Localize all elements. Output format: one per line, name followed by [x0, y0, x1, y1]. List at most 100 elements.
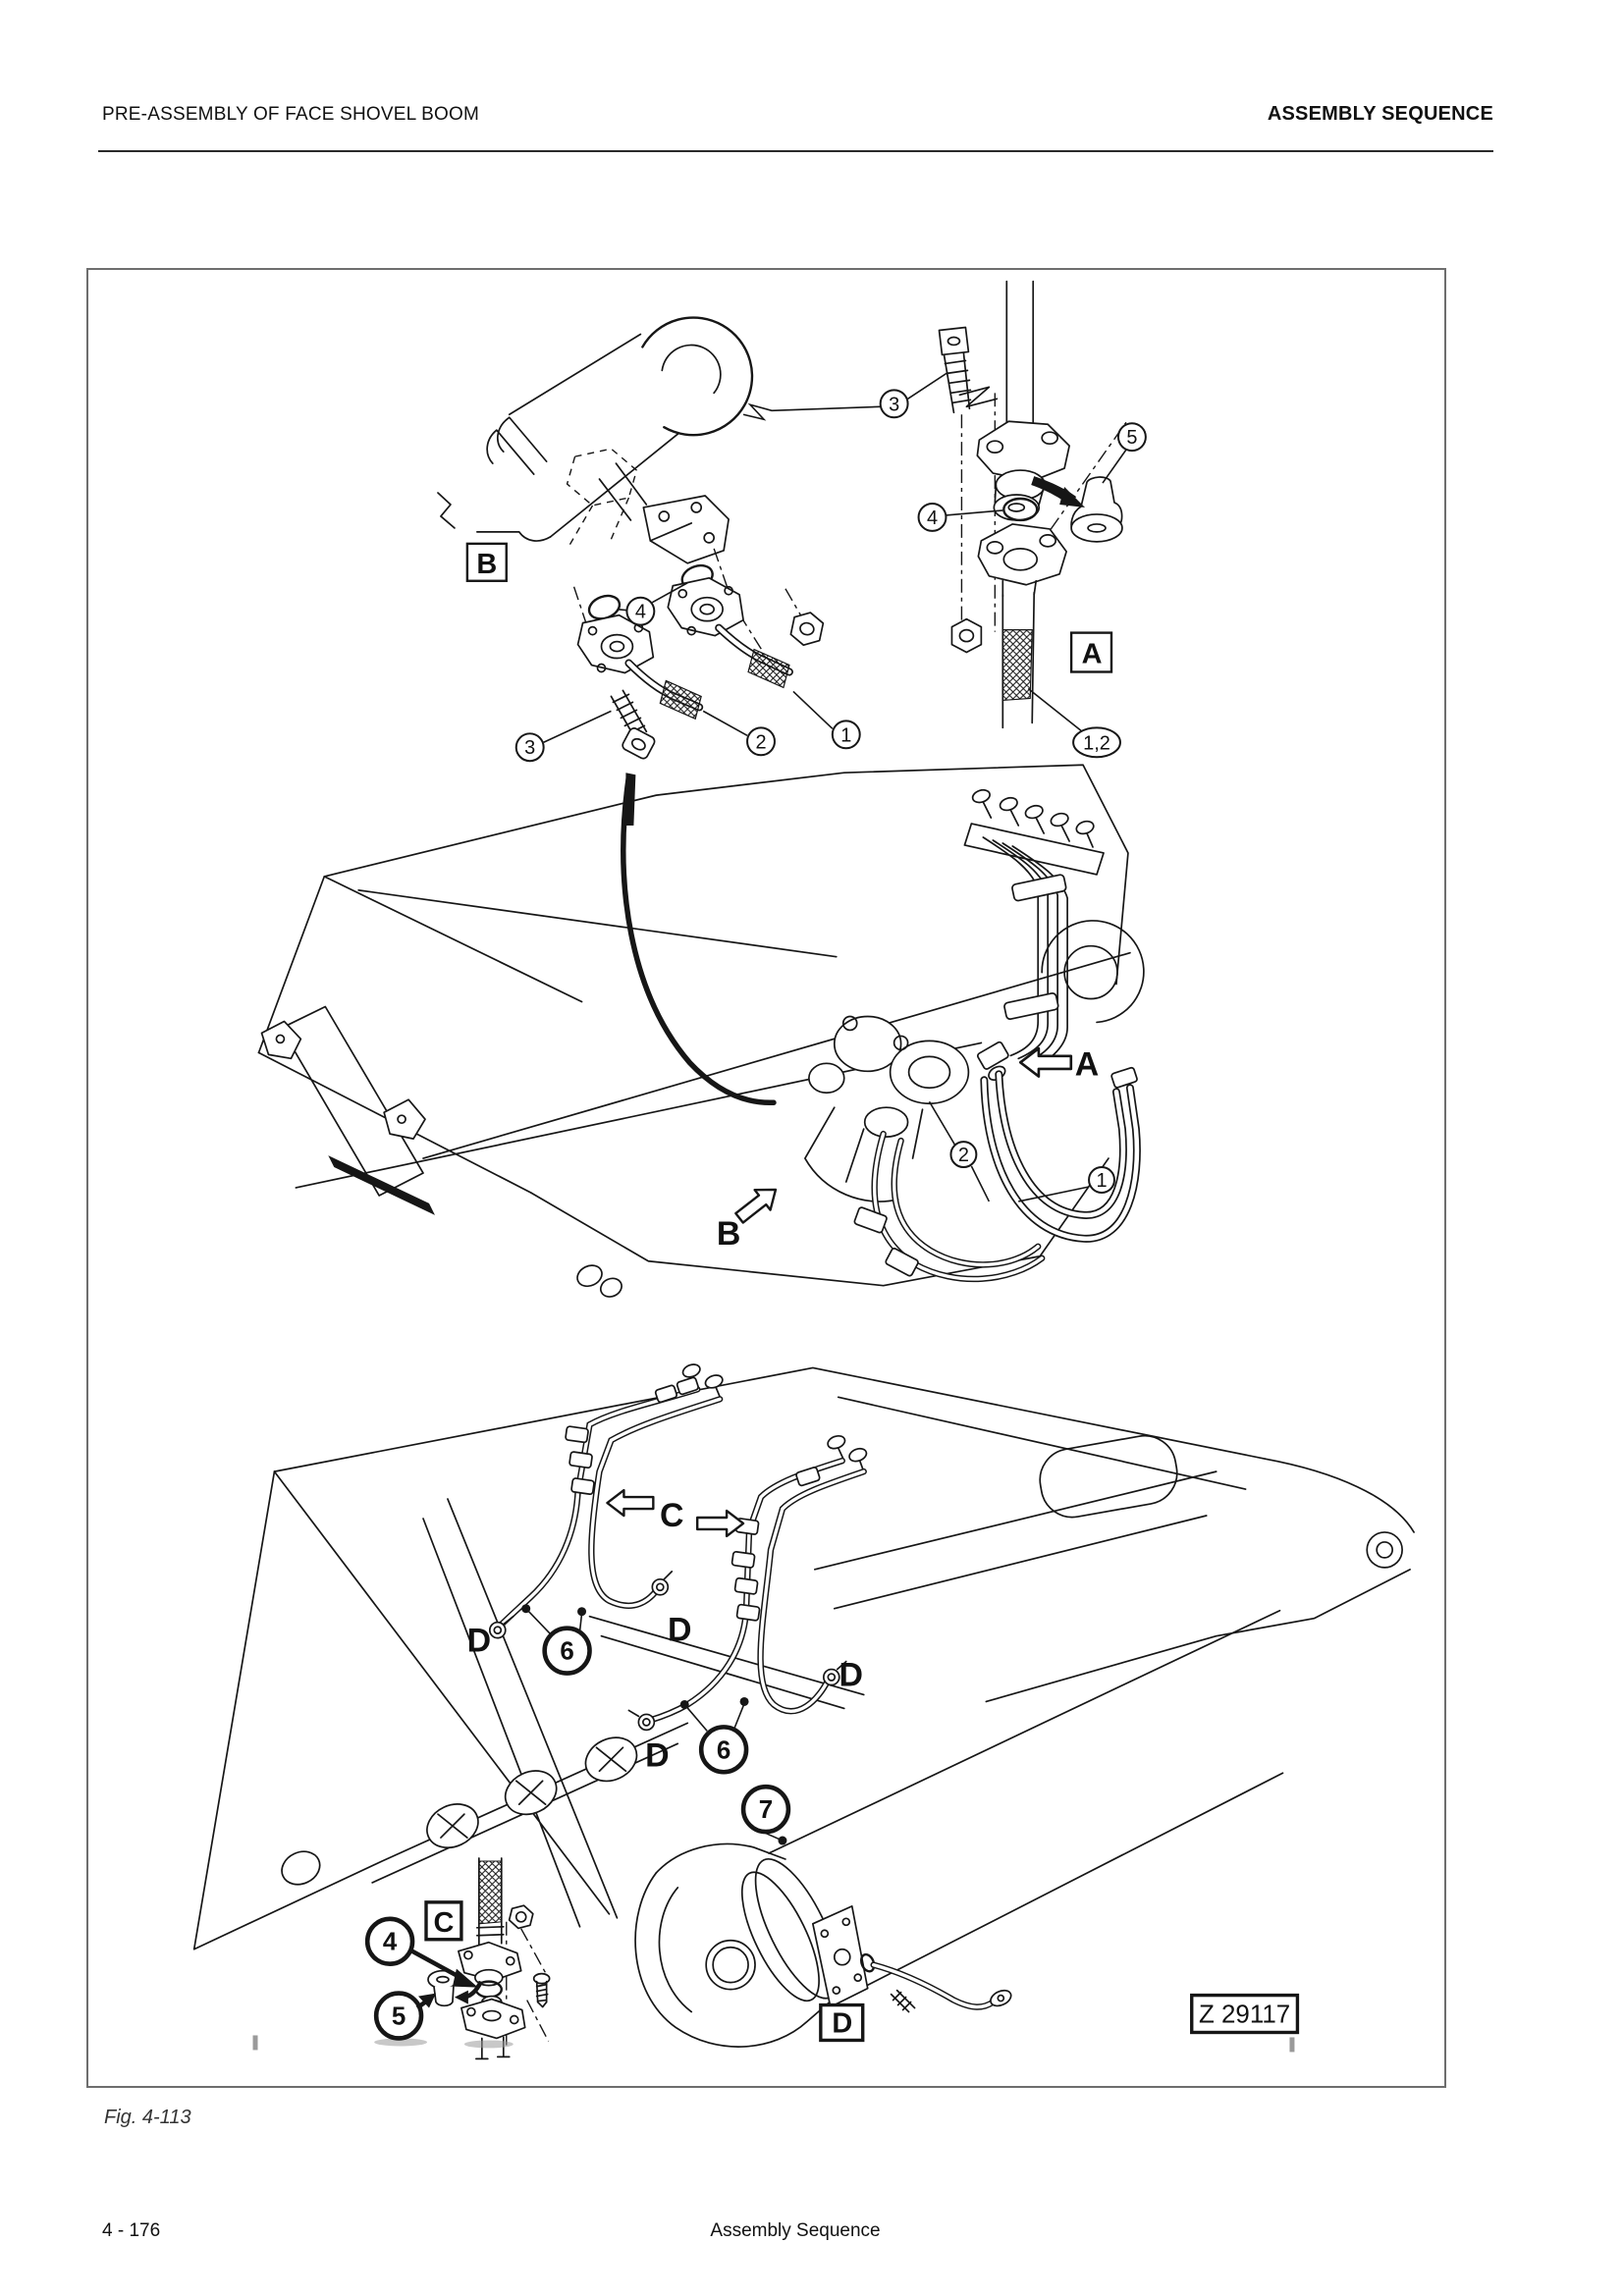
svg-text:5: 5	[392, 2003, 406, 2031]
o-ring	[1002, 497, 1039, 522]
svg-text:4: 4	[927, 507, 938, 529]
label-c: C	[660, 1497, 683, 1534]
direction-arrow-solid-head	[1059, 487, 1086, 507]
arrow-c-left	[606, 1488, 655, 1518]
page-number: 4 - 176	[102, 2220, 161, 2241]
view-box-d-label: D	[832, 2007, 852, 2039]
lower-view-labels: C D D D D 6 6 7	[467, 1488, 863, 1845]
registration-tick	[1289, 2037, 1295, 2053]
flanged-discs	[281, 1736, 638, 1886]
hose-braid	[659, 679, 702, 721]
callout-2	[746, 726, 776, 757]
callout-3	[879, 389, 909, 419]
drawing-number-group: Z 29117	[252, 1993, 1300, 2053]
svg-text:6: 6	[560, 1638, 573, 1666]
drawing-number-box	[1190, 1993, 1300, 2035]
callout-4	[364, 1916, 415, 1966]
lower-view-boom	[192, 1366, 1415, 1950]
assembly-drawing: B 4 3 2 1	[192, 280, 1415, 2060]
callout-5	[373, 1991, 424, 2041]
hex-nut	[950, 617, 983, 654]
label-d: D	[839, 1657, 863, 1694]
svg-text:2: 2	[755, 731, 766, 753]
label-a: A	[1075, 1045, 1099, 1083]
svg-text:3: 3	[524, 737, 535, 759]
svg-text:4: 4	[383, 1929, 398, 1956]
callout-5	[1116, 422, 1147, 453]
svg-text:6: 6	[717, 1736, 730, 1764]
detail-b-clevis	[437, 316, 754, 564]
socket-bolt	[938, 326, 972, 414]
detail-b-callouts: B 4 3 2 1	[465, 542, 861, 763]
svg-text:1: 1	[1096, 1170, 1107, 1192]
label-d: D	[668, 1612, 691, 1649]
svg-text:7: 7	[759, 1796, 773, 1824]
view-box-a-label: A	[1082, 639, 1103, 670]
hose-end-fitting	[627, 1709, 656, 1732]
section-title: ASSEMBLY SEQUENCE	[1267, 103, 1493, 125]
drawing-number: Z 29117	[1199, 2002, 1290, 2029]
view-box-a	[1069, 631, 1113, 673]
hose-braid	[478, 1860, 503, 1925]
detail-b-flanges-hoses	[572, 548, 825, 760]
view-box-d	[819, 2002, 865, 2043]
callout-4	[917, 502, 947, 532]
hose-end-fitting	[822, 1660, 847, 1686]
page-title: PRE-ASSEMBLY OF FACE SHOVEL BOOM	[102, 104, 480, 125]
callout-6	[698, 1725, 749, 1775]
hose-end-fitting	[488, 1615, 514, 1639]
callout-6	[542, 1626, 592, 1676]
arrow-c-right	[696, 1509, 745, 1538]
svg-text:5: 5	[1126, 427, 1137, 449]
hose-braid	[1001, 629, 1033, 702]
figure-border: B 4 3 2 1	[86, 268, 1446, 2088]
hex-nut	[508, 1904, 534, 1930]
svg-text:4: 4	[635, 602, 646, 623]
mid-view-boom	[257, 764, 1145, 1298]
view-box-b-label: B	[476, 549, 497, 580]
lower-view-pipes-right	[627, 1434, 868, 1732]
callout-1	[831, 720, 861, 750]
detail-c: C 4 5	[364, 1857, 551, 2060]
header-rule	[98, 150, 1493, 152]
mid-view-labels: A B 2 1	[717, 1045, 1115, 1253]
figure-caption: Fig. 4-113	[104, 2107, 191, 2128]
svg-text:1,2: 1,2	[1083, 732, 1110, 754]
svg-text:2: 2	[958, 1145, 969, 1166]
cylinder-rod-end: D	[634, 1609, 1284, 2048]
detail-a-fitting	[938, 280, 1127, 729]
socket-bolt	[610, 689, 656, 760]
small-bolt	[532, 1972, 551, 2008]
mid-view-piping	[621, 773, 1141, 1283]
valve-cluster	[804, 1015, 970, 1202]
view-box-b	[465, 542, 508, 582]
arrow-4	[408, 1948, 463, 1981]
o-ring	[860, 1952, 876, 1973]
footer-section-label: Assembly Sequence	[710, 2220, 881, 2241]
hose-braid	[747, 648, 790, 689]
small-bolt	[890, 1989, 916, 2013]
detail-pointer-tip	[625, 773, 636, 827]
callout-1-2	[1072, 726, 1121, 759]
arrow-5	[415, 2000, 427, 2010]
lower-view-pipes-left	[488, 1363, 724, 1639]
callout-2	[949, 1141, 978, 1169]
banjo-fittings	[971, 788, 1095, 848]
break-line	[958, 386, 999, 408]
label-b: B	[717, 1215, 740, 1253]
view-box-c-label: C	[434, 1907, 455, 1939]
svg-text:1: 1	[840, 724, 851, 746]
detail-pointer-curve	[621, 774, 777, 1105]
svg-text:3: 3	[889, 394, 899, 415]
hex-nut	[789, 612, 825, 647]
callout-3	[514, 732, 545, 763]
label-d: D	[467, 1623, 491, 1660]
callout-1	[1088, 1166, 1115, 1194]
plate-stripe	[328, 1155, 435, 1215]
hose-end-fitting	[651, 1570, 674, 1596]
plug	[1070, 476, 1123, 543]
detail-a-callouts: 3 5 4 A 1,2	[742, 371, 1147, 759]
callout-4	[625, 596, 656, 626]
view-box-c	[424, 1900, 463, 1942]
